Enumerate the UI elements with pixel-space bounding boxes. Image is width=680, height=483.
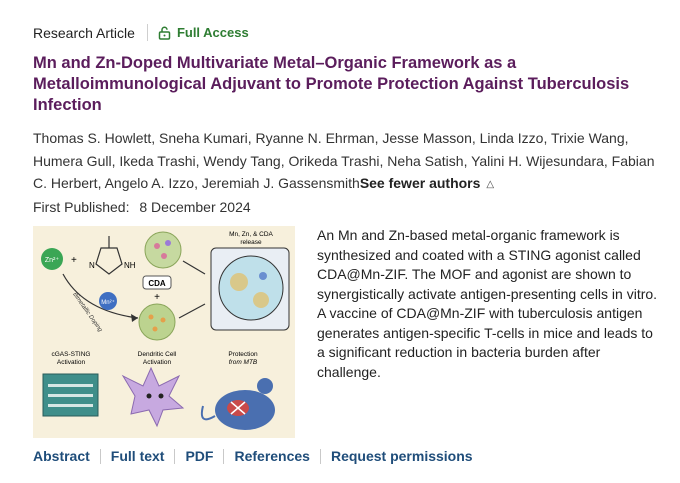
mof-crystal-bottom — [138, 303, 176, 341]
article-links: Abstract Full text PDF References Reques… — [33, 448, 473, 464]
mn-ion — [99, 292, 117, 310]
pdf-link[interactable]: PDF — [185, 448, 214, 464]
see-fewer-authors-button[interactable]: See fewer authors △ — [360, 175, 494, 191]
abstract-link[interactable]: Abstract — [33, 448, 90, 464]
released-particle — [259, 272, 267, 280]
see-fewer-label: See fewer authors — [359, 175, 481, 191]
link-divider — [99, 448, 101, 464]
doping-arrowhead — [131, 314, 138, 322]
access-label: Full Access — [176, 25, 249, 40]
mof-dot — [161, 253, 167, 259]
prot-line1: Protection — [228, 351, 258, 358]
open-lock-icon — [158, 26, 171, 40]
release-line1: Mn, Zn, & CDA — [229, 231, 273, 238]
imidazole-ring — [95, 247, 123, 275]
ring-nh: NH — [124, 261, 136, 270]
prot-line2: from MTB — [229, 359, 258, 366]
doping-label: Bimetallic Doping — [71, 292, 103, 334]
meta-divider — [146, 24, 148, 41]
access-badge: Full Access — [158, 25, 249, 40]
article-title[interactable]: Mn and Zn-Doped Multivariate Metal–Organ… — [33, 54, 630, 114]
cgas-line2: Activation — [57, 359, 86, 366]
mof-crystal-top — [144, 231, 182, 269]
blot-band — [48, 394, 93, 397]
article-meta-row: Research Article Full Access — [33, 24, 249, 41]
cgas-line1: cGAS-STING — [51, 351, 90, 358]
graphical-abstract-art: Zn²⁺ + N NH Mn²⁺ Bimetallic Doping CDA + — [41, 231, 290, 430]
mof-dot — [160, 317, 166, 323]
references-link[interactable]: References — [234, 448, 310, 464]
doping-arrow — [62, 273, 139, 319]
authors-text: Thomas S. Howlett, Sneha Kumari, Ryanne … — [33, 130, 655, 191]
blot-band — [48, 384, 93, 387]
zn-label: Zn²⁺ — [45, 257, 60, 264]
abstract-text: An Mn and Zn-based metal-organic framewo… — [317, 227, 658, 380]
publication-date: First Published: 8 December 2024 — [33, 199, 251, 215]
mof-dot — [165, 240, 171, 246]
release-line2: release — [240, 239, 262, 246]
cda-box — [142, 275, 172, 290]
released-particle — [253, 292, 269, 308]
zn-ion — [41, 248, 63, 270]
released-particle — [230, 273, 248, 291]
mn-label: Mn²⁺ — [101, 299, 115, 306]
dendritic-cell-illustration — [121, 366, 185, 428]
mof-dot — [148, 314, 154, 320]
arrow — [178, 303, 206, 319]
mof-dot — [154, 243, 160, 249]
cda-label: CDA — [148, 279, 166, 288]
article-type: Research Article — [33, 24, 135, 41]
mof-dot — [152, 326, 158, 332]
dc-line2: Activation — [143, 359, 172, 366]
ring-n: N — [89, 261, 95, 270]
link-divider — [174, 448, 176, 464]
link-divider — [319, 448, 321, 464]
plus-sign-1: + — [71, 255, 77, 266]
blot-band — [48, 404, 93, 407]
arrow — [182, 260, 206, 275]
dc-line1: Dendritic Cell — [138, 351, 177, 358]
graphical-abstract[interactable]: Zn²⁺ + N NH Mn²⁺ Bimetallic Doping CDA + — [33, 226, 295, 438]
author-list: Thomas S. Howlett, Sneha Kumari, Ryanne … — [33, 127, 658, 198]
mouse-illustration — [200, 378, 275, 430]
published-date: 8 December 2024 — [139, 199, 251, 215]
full-text-link[interactable]: Full text — [110, 448, 165, 464]
chevron-up-icon: △ — [486, 179, 495, 190]
plus-sign-2: + — [154, 292, 160, 303]
request-permissions-link[interactable]: Request permissions — [330, 448, 473, 464]
published-label: First Published: — [33, 199, 130, 215]
link-divider — [223, 448, 225, 464]
cell-membrane — [218, 255, 284, 321]
